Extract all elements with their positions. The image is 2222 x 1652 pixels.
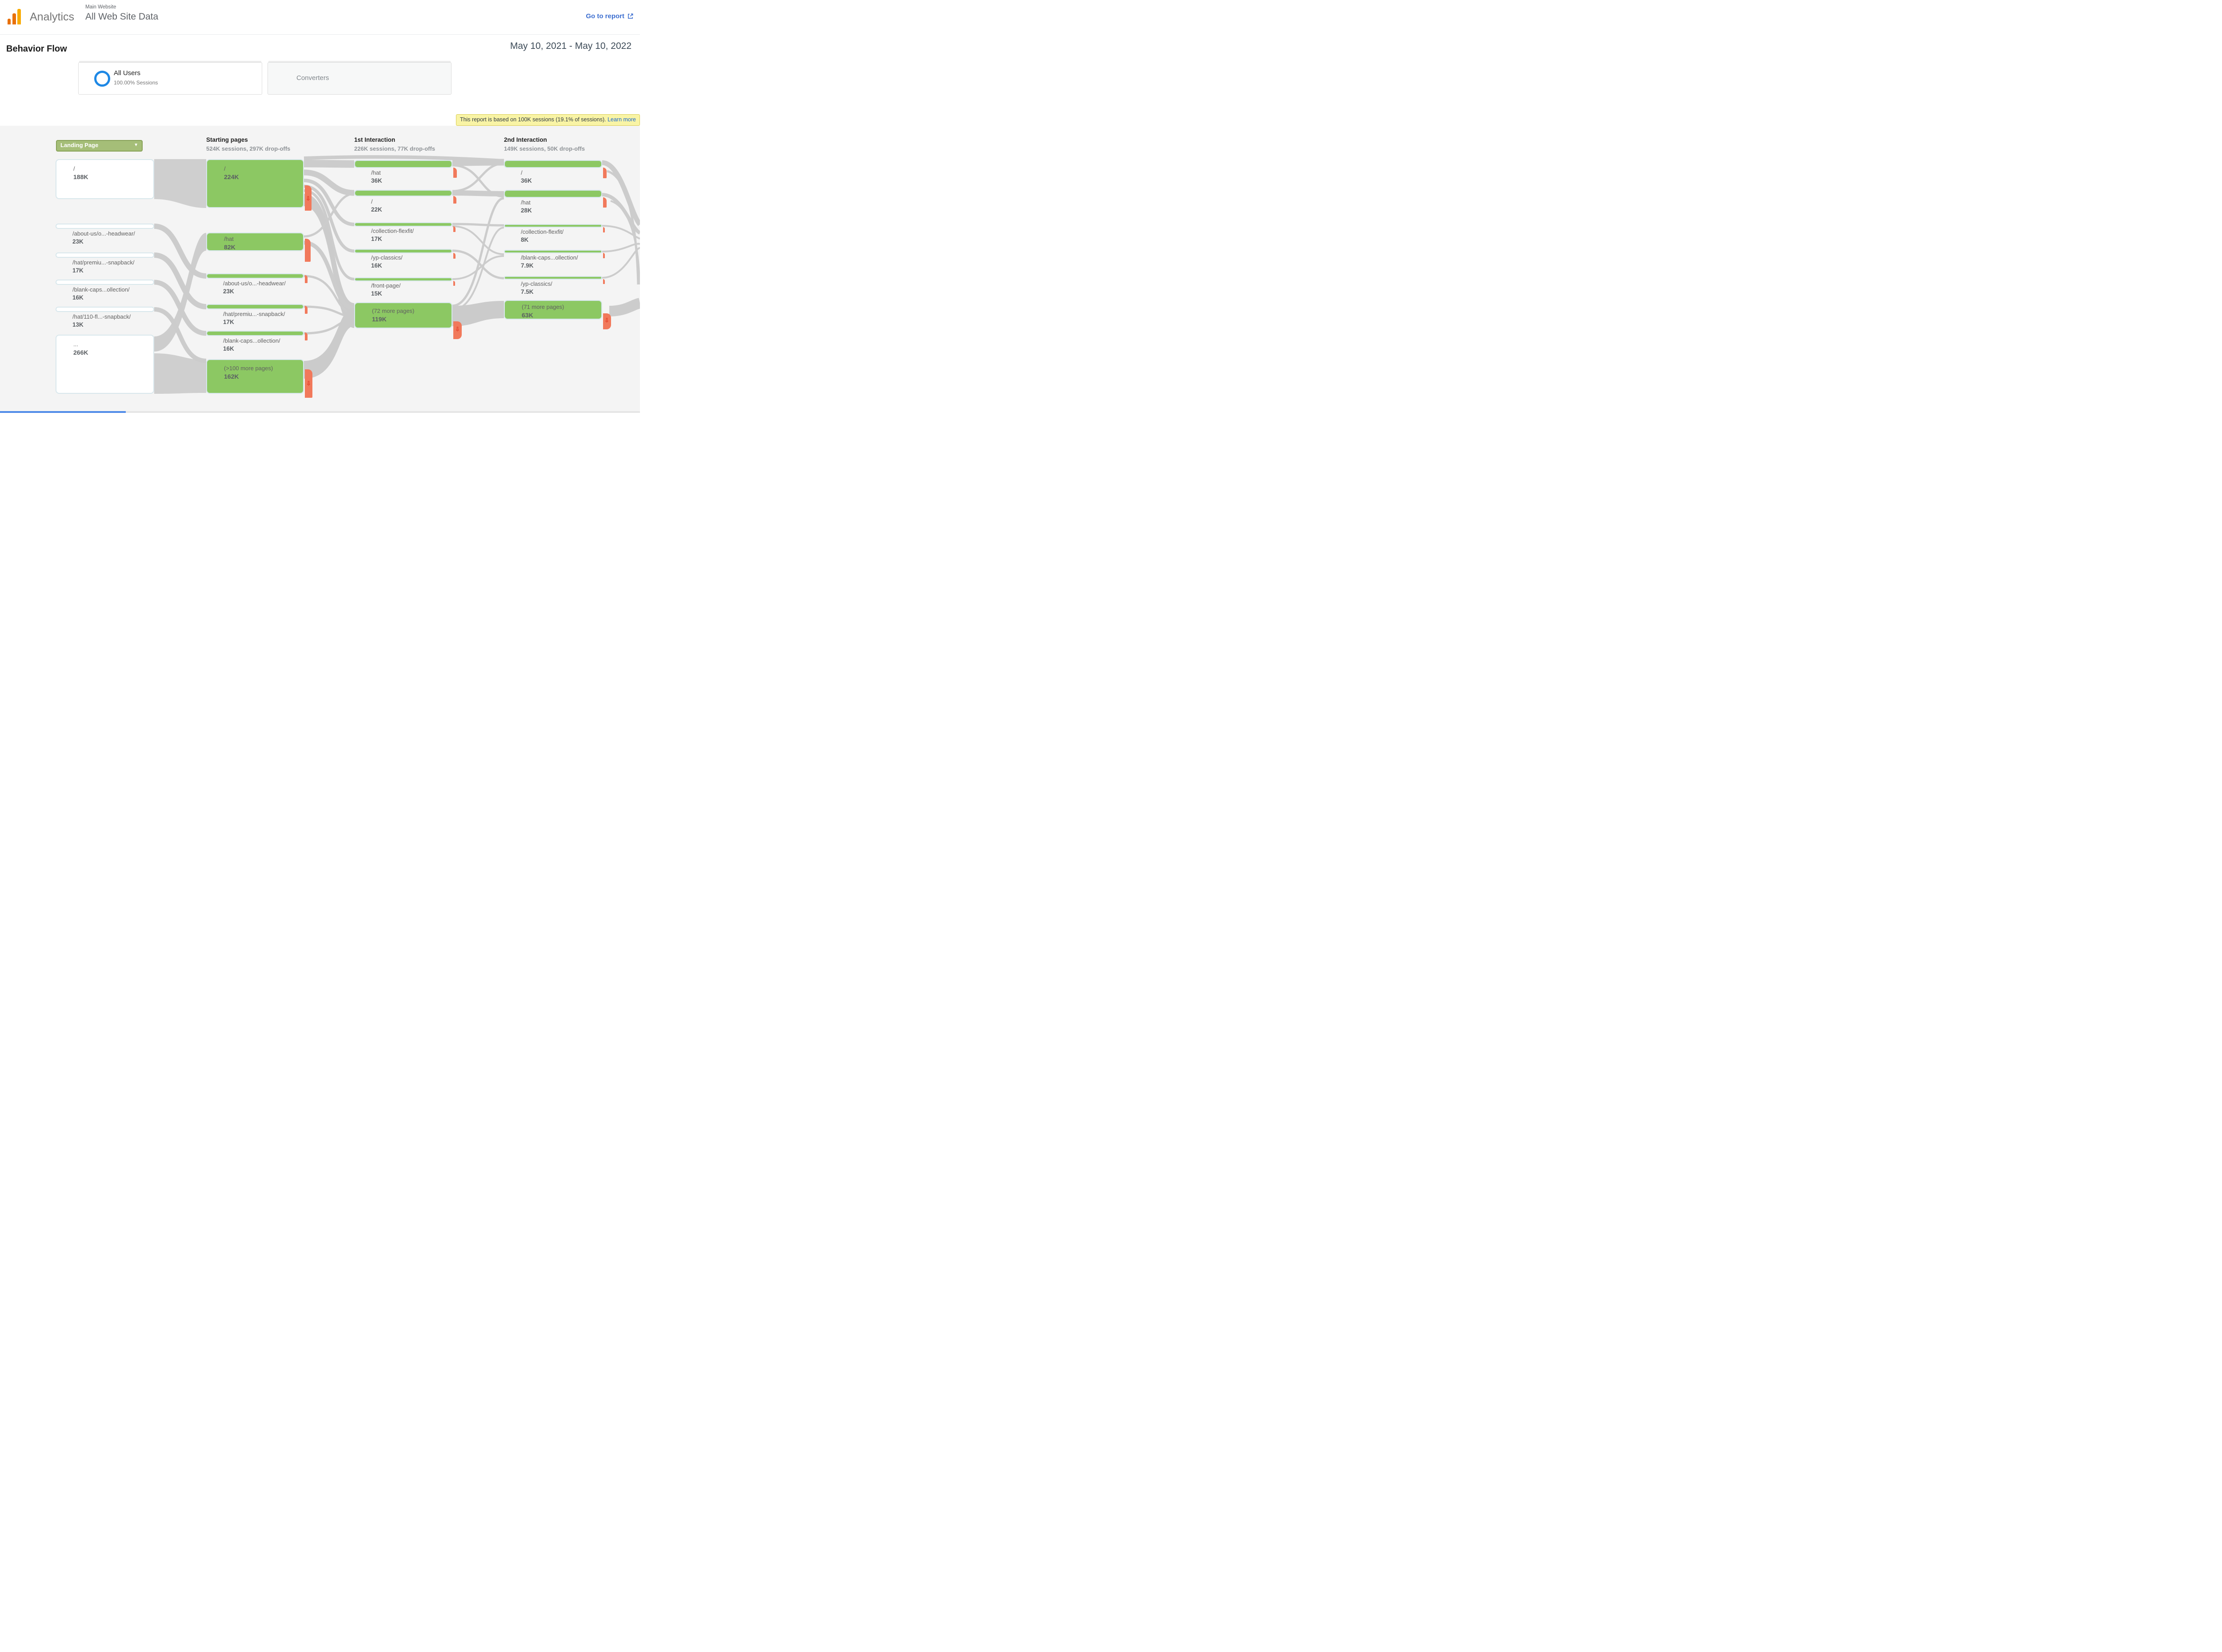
dropoff-tab: [603, 313, 611, 329]
node-label: /: [224, 165, 226, 172]
learn-more-link[interactable]: Learn more: [607, 116, 636, 123]
node-value: 224K: [224, 173, 239, 180]
dropoff-tab: [453, 281, 455, 286]
node-label: (>100 more pages): [224, 365, 273, 372]
column-header-first-interaction: 1st Interaction: [354, 136, 396, 143]
logo-bar-tall: [17, 9, 21, 24]
flow-node-second-blank-caps[interactable]: [504, 250, 602, 253]
flow-node-first-more-pages[interactable]: (72 more pages) 119K: [354, 302, 452, 328]
logo-bar-small: [8, 19, 11, 24]
flow-node-first-root[interactable]: [354, 190, 452, 196]
flow-node-landing-about-us[interactable]: [56, 224, 154, 229]
flow-node-first-collection-flexfit[interactable]: [354, 222, 452, 227]
dropoff-tab: [453, 253, 456, 259]
node-value: 266K: [73, 349, 88, 356]
flow-node-starting-root[interactable]: / 224K: [206, 159, 304, 208]
dropoff-tab: [603, 227, 605, 232]
scrollbar-thumb[interactable]: [0, 411, 126, 413]
flow-node-landing-blank-caps[interactable]: [56, 280, 154, 285]
node-value: 188K: [73, 173, 88, 180]
dropoff-tab: [305, 306, 308, 314]
dropoff-tab: [453, 196, 456, 204]
flow-node-landing-hat-premium[interactable]: [56, 252, 154, 258]
segment-name: All Users: [114, 69, 141, 77]
dropoff-tab: [453, 226, 456, 232]
flow-node-starting-hat[interactable]: /hat 82K: [206, 232, 304, 251]
flow-node-starting-hat-premium[interactable]: [206, 304, 304, 309]
dimension-selector-dropdown[interactable]: Landing Page ▼: [56, 140, 143, 152]
dropoff-tab: [453, 168, 457, 178]
page-title: Behavior Flow: [6, 44, 67, 54]
dropoff-tab: [305, 369, 312, 398]
flow-node-second-hat[interactable]: [504, 190, 602, 198]
node-label: ...: [73, 341, 78, 348]
horizontal-scrollbar[interactable]: [0, 411, 640, 413]
node-label: /hat: [224, 236, 234, 242]
flow-node-second-yp-classics[interactable]: [504, 276, 602, 280]
flow-diagram-panel: Landing Page ▼ Starting pages 524K sessi…: [0, 126, 640, 413]
flow-node-landing-hat-110[interactable]: [56, 307, 154, 312]
flow-node-landing-root[interactable]: / 188K: [56, 159, 154, 199]
external-link-icon: [628, 13, 633, 19]
flow-node-first-front-page[interactable]: [354, 277, 452, 281]
node-value: 63K: [522, 312, 533, 319]
view-title: All Web Site Data: [85, 12, 159, 22]
flow-node-second-collection-flexfit[interactable]: [504, 224, 602, 228]
flow-node-landing-others[interactable]: ... 266K: [56, 335, 154, 394]
node-value: 119K: [372, 316, 387, 323]
flow-node-starting-more-pages[interactable]: (>100 more pages) 162K: [206, 359, 304, 394]
dropoff-tab: [603, 168, 607, 178]
flow-node-first-hat[interactable]: [354, 160, 452, 168]
node-label: /: [73, 165, 75, 172]
flow-node-second-root[interactable]: [504, 160, 602, 168]
dropoff-tab: [453, 321, 462, 339]
segment-card-all-users[interactable]: All Users 100.00% Sessions: [78, 62, 262, 95]
flow-node-second-more-pages[interactable]: (71 more pages) 63K: [504, 300, 602, 320]
dimension-selector-label: Landing Page: [60, 142, 99, 148]
node-value: 162K: [224, 373, 239, 380]
brand-name: Analytics: [30, 11, 75, 23]
column-stats-starting-pages: 524K sessions, 297K drop-offs: [206, 145, 291, 152]
date-range[interactable]: May 10, 2021 - May 10, 2022: [510, 41, 631, 51]
sampling-notice: This report is based on 100K sessions (1…: [456, 114, 640, 126]
dropoff-tab: [305, 185, 312, 211]
column-stats-second-interaction: 149K sessions, 50K drop-offs: [504, 145, 585, 152]
logo-bar-medium: [12, 13, 16, 24]
go-to-report-label: Go to report: [586, 12, 624, 20]
behavior-flow-page: Analytics Main Website All Web Site Data…: [0, 0, 640, 413]
dropoff-tab: [603, 197, 607, 208]
dropoff-tab: [305, 239, 311, 262]
dropoff-tab: [603, 253, 605, 258]
dropoff-tab: [305, 332, 308, 340]
app-header: Analytics Main Website All Web Site Data…: [0, 0, 640, 35]
node-value: 82K: [224, 244, 236, 251]
flow-node-starting-about-us[interactable]: [206, 273, 304, 279]
column-stats-first-interaction: 226K sessions, 77K drop-offs: [354, 145, 436, 152]
flow-node-starting-blank-caps[interactable]: [206, 331, 304, 336]
go-to-report-link[interactable]: Go to report: [586, 12, 634, 20]
segment-detail: 100.00% Sessions: [114, 80, 158, 86]
sampling-notice-text: This report is based on 100K sessions (1…: [460, 116, 606, 123]
chevron-down-icon: ▼: [134, 143, 138, 148]
segment-card-converters[interactable]: Converters: [268, 62, 452, 95]
node-label: (71 more pages): [522, 304, 564, 310]
property-label: Main Website: [85, 4, 116, 10]
segment-ring-icon: [94, 71, 110, 87]
column-header-starting-pages: Starting pages: [206, 136, 248, 143]
flow-ribbons: [154, 155, 640, 394]
dropoff-tab: [603, 279, 605, 284]
column-header-second-interaction: 2nd Interaction: [504, 136, 547, 143]
node-label: (72 more pages): [372, 308, 415, 314]
dropoff-tab: [305, 275, 308, 283]
flow-node-first-yp-classics[interactable]: [354, 249, 452, 253]
segment-name: Converters: [296, 74, 329, 82]
